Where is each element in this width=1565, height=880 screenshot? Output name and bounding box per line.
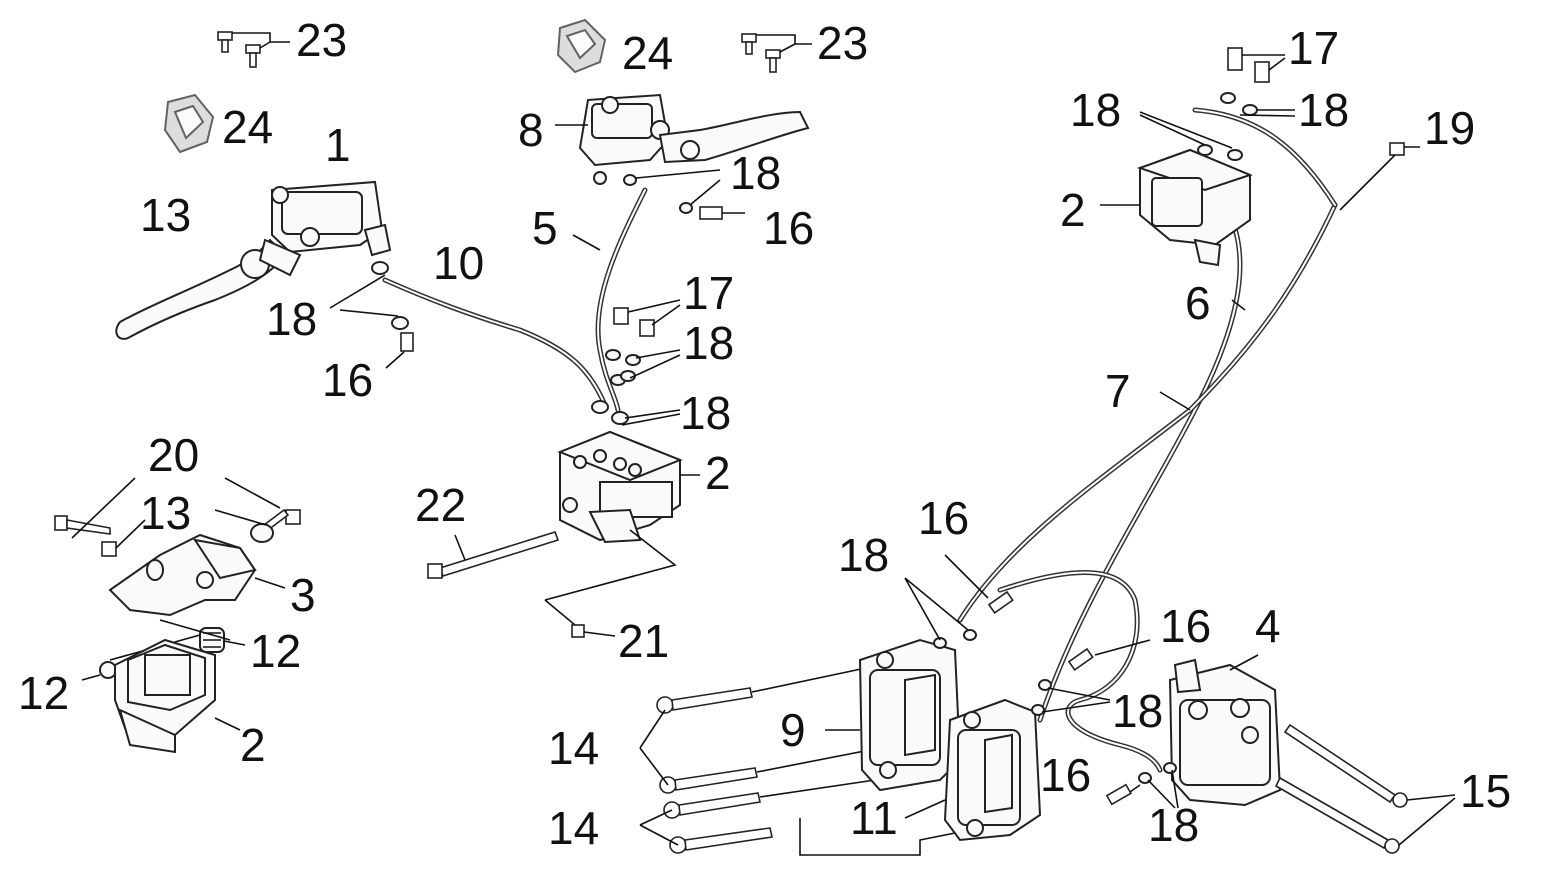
callout-16-master-right: 16 bbox=[763, 202, 815, 254]
bolt-19 bbox=[1389, 142, 1405, 156]
bolt-14-c bbox=[663, 792, 761, 819]
callout-17-center: 17 bbox=[683, 267, 735, 319]
front-caliper-11 bbox=[943, 698, 1042, 842]
bolt-14-a bbox=[656, 687, 753, 714]
callout-16-master-left: 16 bbox=[322, 354, 374, 406]
washer-18-c bbox=[623, 174, 637, 186]
clamp-24-left bbox=[163, 93, 215, 154]
callout-2-small: 2 bbox=[240, 719, 266, 771]
callout-4: 4 bbox=[1255, 600, 1281, 652]
banjo-bolt-16-e bbox=[1105, 783, 1132, 806]
callout-3: 3 bbox=[290, 569, 316, 621]
bolt-14-b bbox=[659, 767, 758, 794]
bolt-23-middle bbox=[741, 33, 781, 73]
bolt-14-d bbox=[669, 827, 773, 854]
callout-23-left: 23 bbox=[296, 14, 348, 66]
abs-modulator-2-right bbox=[1136, 148, 1253, 267]
callout-12-right: 12 bbox=[250, 625, 302, 677]
rear-caliper-4 bbox=[1168, 658, 1282, 807]
abs-modulator-2-small bbox=[114, 638, 216, 754]
bolt-20-a bbox=[54, 515, 111, 535]
collar-13 bbox=[250, 523, 274, 543]
screw-21 bbox=[571, 624, 585, 638]
banjo-bolt-16-d bbox=[1067, 647, 1094, 671]
callout-18-right-a: 18 bbox=[1070, 84, 1122, 136]
front-brake-lever-13 bbox=[115, 238, 287, 340]
callout-16-caliper-front-top: 16 bbox=[918, 492, 970, 544]
callout-12-left: 12 bbox=[18, 667, 70, 719]
callout-20: 20 bbox=[148, 429, 200, 481]
callout-18-caliper-rear-mid: 18 bbox=[1112, 685, 1164, 737]
callout-10: 10 bbox=[433, 237, 485, 289]
callout-13-lever: 13 bbox=[140, 189, 192, 241]
callout-14-lower: 14 bbox=[548, 802, 600, 854]
callout-13-bracket: 13 bbox=[140, 487, 192, 539]
bolt-15-b bbox=[1274, 776, 1400, 854]
callout-23-middle: 23 bbox=[817, 17, 869, 69]
callout-16-caliper-rear-top: 16 bbox=[1160, 600, 1212, 652]
callout-2-center: 2 bbox=[705, 447, 731, 499]
washer-18-d bbox=[679, 202, 693, 214]
callout-18-master-right: 18 bbox=[730, 147, 782, 199]
callout-14-upper: 14 bbox=[548, 722, 600, 774]
callout-15: 15 bbox=[1460, 765, 1512, 817]
front-caliper-9 bbox=[858, 638, 962, 792]
callout-24-top: 24 bbox=[622, 27, 674, 79]
callout-11: 11 bbox=[850, 792, 898, 844]
brake-hose-7 bbox=[957, 202, 1338, 623]
callout-5: 5 bbox=[532, 202, 558, 254]
callout-24-left: 24 bbox=[222, 101, 274, 153]
lever-master-cylinder-8 bbox=[578, 93, 810, 185]
callout-16-caliper-rear-bottom: 16 bbox=[1040, 749, 1092, 801]
bolt-23-left bbox=[217, 31, 261, 68]
brake-hose-10 bbox=[382, 277, 608, 408]
washer-18-a bbox=[371, 261, 389, 275]
banjo-bolt-16-b bbox=[699, 206, 723, 220]
callout-8: 8 bbox=[518, 104, 544, 156]
abs-modulator-2-center bbox=[557, 430, 683, 544]
washer-18-b bbox=[391, 316, 409, 330]
banjo-bolt-16-c bbox=[987, 590, 1014, 614]
banjo-bolt-16-a bbox=[400, 332, 414, 352]
callout-19: 19 bbox=[1424, 102, 1476, 154]
long-bolt-22 bbox=[427, 531, 560, 579]
callout-18-master-left: 18 bbox=[266, 293, 318, 345]
callout-1: 1 bbox=[325, 119, 351, 171]
callout-18-caliper-front: 18 bbox=[838, 529, 890, 581]
bolt-17-b bbox=[639, 319, 655, 337]
callout-2-right: 2 bbox=[1060, 184, 1086, 236]
callout-18-center-b: 18 bbox=[680, 387, 732, 439]
bolt-15-a bbox=[1283, 723, 1408, 808]
bolt-17-d bbox=[1254, 61, 1270, 83]
bolt-17-a bbox=[613, 307, 629, 325]
callout-7: 7 bbox=[1105, 365, 1131, 417]
grommet-12-a bbox=[199, 627, 225, 653]
callout-18-caliper-rear-bottom: 18 bbox=[1148, 799, 1200, 851]
clamp-24-top bbox=[556, 18, 607, 74]
callout-17-right: 17 bbox=[1288, 22, 1340, 74]
callout-9: 9 bbox=[780, 704, 806, 756]
bracket-3 bbox=[108, 533, 257, 617]
front-master-cylinder-1 bbox=[258, 180, 392, 277]
callout-18-right-b: 18 bbox=[1298, 84, 1350, 136]
bolt-17-c bbox=[1227, 47, 1243, 71]
callout-6: 6 bbox=[1185, 277, 1211, 329]
collar-13-b bbox=[101, 541, 117, 557]
callout-21: 21 bbox=[618, 615, 670, 667]
callout-18-center-a: 18 bbox=[683, 317, 735, 369]
callout-22: 22 bbox=[415, 479, 467, 531]
grommet-12-b bbox=[99, 661, 117, 679]
